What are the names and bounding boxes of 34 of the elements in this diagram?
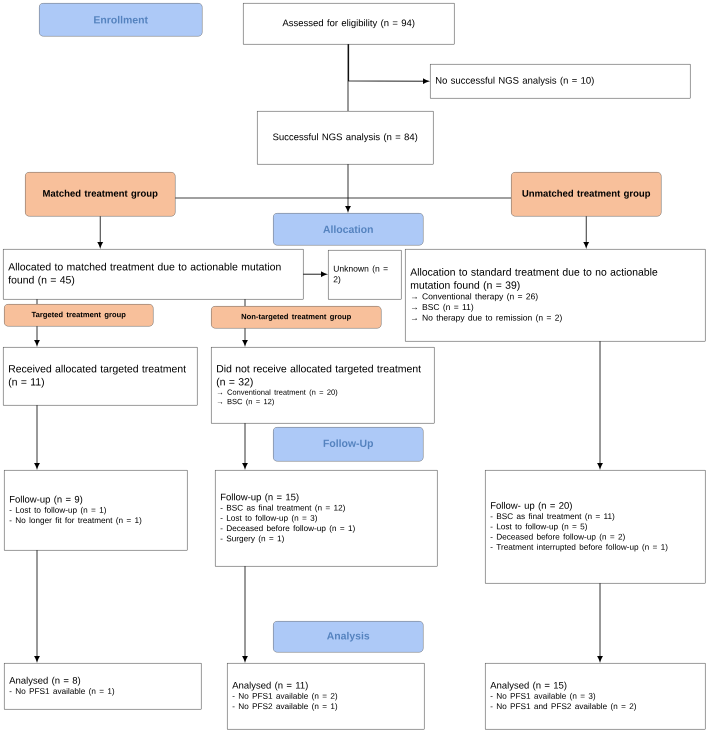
- arrow: [34, 405, 40, 469]
- process-box: Unknown (n = 2): [328, 250, 402, 300]
- arrow: [34, 326, 40, 346]
- connector-line: [244, 299, 246, 306]
- arrow: [242, 423, 248, 469]
- arrow: [242, 566, 248, 662]
- arrow: [345, 164, 351, 212]
- process-box: Allocation to standard treatment due to no actionable mutation found (n = 39) → Conventional therapy (n = 26) → BSC (n = 11) → No therapy due to remission (n = 2): [405, 249, 706, 342]
- arrow: [34, 550, 40, 662]
- arrow: [303, 272, 327, 277]
- arrow: [348, 44, 429, 84]
- process-box: Received allocated targeted treatment (n = 11): [3, 347, 198, 406]
- process-box: Successful NGS analysis (n = 84): [257, 111, 434, 164]
- process-box: Follow- up (n = 20) - BSC as final treatment (n = 11) - Lost to follow-up (n = 5) - Deceased before follow-up (n = 2) - Treatment interrupted before follow-up (n = 1): [485, 470, 706, 584]
- process-box: Analysed (n = 11) - No PFS1 available (n = 2) - No PFS2 available (n = 1): [227, 663, 424, 730]
- phase-band: Enrollment: [39, 3, 202, 36]
- process-box: Allocated to matched treatment due to actionable mutation found (n = 45): [3, 249, 304, 300]
- process-box: Follow-up (n = 9) - Lost to follow-up (n = 1) - No longer fit for treatment (n = 1): [4, 470, 188, 550]
- arrow: [584, 216, 589, 248]
- arrow: [98, 216, 103, 248]
- phase-band: Allocation: [273, 213, 424, 246]
- process-box: Analysed (n = 8) - No PFS1 available (n = 1): [4, 663, 202, 710]
- process-box: Assessed for eligibility (n = 94): [243, 3, 454, 44]
- process-box: Follow-up (n = 15) - BSC as final treatment (n = 12) - Lost to follow-up (n = 3) - Deceased before follow-up (n = 1) - Surgery (n = 1): [215, 470, 438, 566]
- connector-line: [36, 299, 38, 304]
- phase-band: Analysis: [273, 621, 424, 652]
- arrow: [597, 341, 603, 469]
- phase-band: Follow-Up: [273, 427, 424, 462]
- process-box: Analysed (n = 15) - No PFS1 available (n = 3) - No PFS1 and PFS2 available (n = 2): [485, 663, 706, 730]
- group-box: Matched treatment group: [25, 172, 176, 216]
- arrow: [242, 328, 248, 346]
- arrow: [597, 583, 603, 662]
- group-box: Unmatched treatment group: [511, 172, 662, 216]
- process-box: No successful NGS analysis (n = 10): [430, 64, 690, 98]
